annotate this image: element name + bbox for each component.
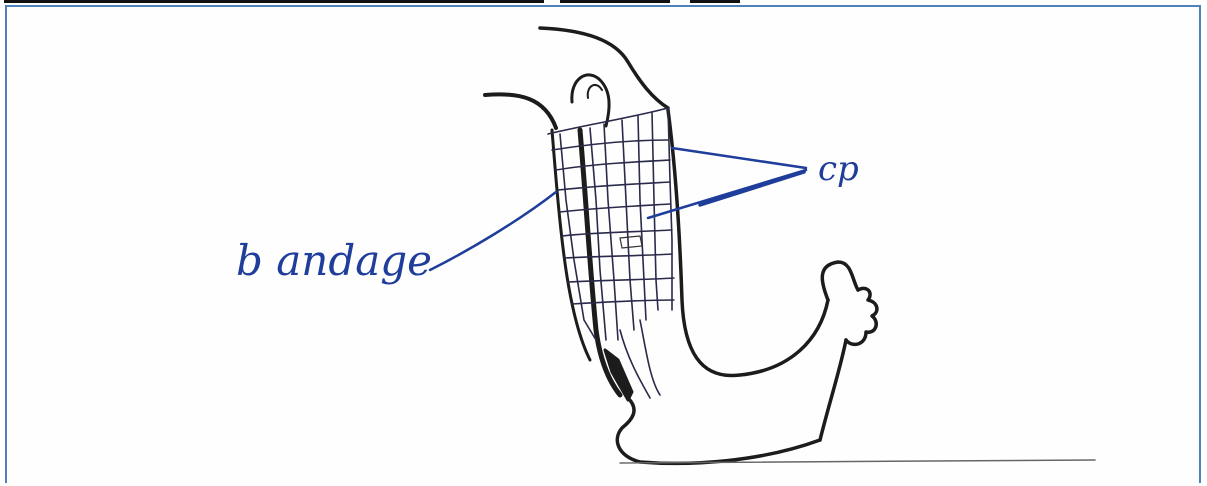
bandage-label: b andage: [236, 236, 432, 285]
cp-label: cp: [818, 149, 859, 189]
